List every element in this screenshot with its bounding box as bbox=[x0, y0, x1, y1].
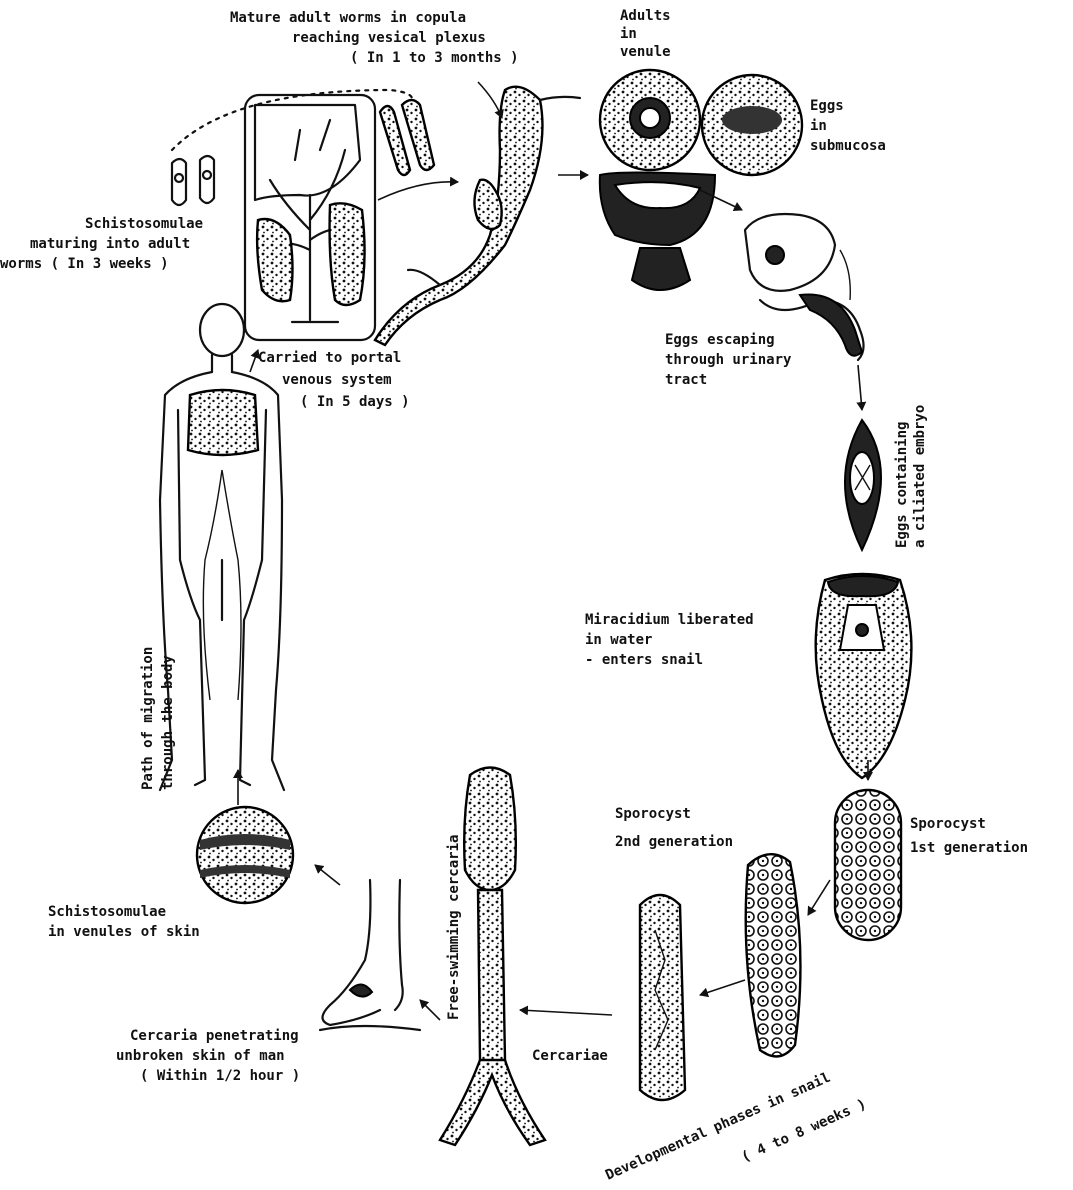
svg-text:1st generation: 1st generation bbox=[910, 840, 1028, 856]
sporocyst-1st-illustration bbox=[835, 790, 901, 940]
foot-illustration bbox=[320, 880, 420, 1030]
svg-text:in: in bbox=[620, 26, 637, 42]
egg-embryo-illustration bbox=[845, 420, 881, 550]
svg-text:a ciliated embryo: a ciliated embryo bbox=[912, 405, 928, 548]
miracidium-illustration bbox=[816, 574, 912, 778]
svg-text:Eggs: Eggs bbox=[810, 98, 844, 114]
label-eggs-submucosa: Eggs in submucosa bbox=[810, 98, 886, 154]
svg-text:( In 1 to 3 months ): ( In 1 to 3 months ) bbox=[350, 50, 519, 66]
svg-text:tract: tract bbox=[665, 372, 707, 388]
svg-text:Sporocyst: Sporocyst bbox=[910, 816, 986, 832]
schistosomulae-illustration bbox=[172, 156, 214, 205]
svg-text:Eggs containing: Eggs containing bbox=[894, 422, 910, 548]
sporocyst-2nd-illustration bbox=[746, 854, 801, 1056]
label-eggs-escaping: Eggs escaping through urinary tract bbox=[665, 332, 792, 388]
svg-text:reaching vesical plexus: reaching vesical plexus bbox=[292, 30, 486, 46]
label-carried-portal: Carried to portal venous system ( In 5 d… bbox=[258, 350, 410, 410]
portal-venous-system-illustration bbox=[245, 95, 375, 340]
label-schistosomulae-maturing: Schistosomulae maturing into adult worms… bbox=[0, 216, 203, 272]
svg-text:maturing into adult: maturing into adult bbox=[30, 236, 190, 252]
svg-text:2nd generation: 2nd generation bbox=[615, 834, 733, 850]
svg-text:venule: venule bbox=[620, 44, 671, 60]
svg-text:venous system: venous system bbox=[282, 372, 392, 388]
svg-text:in: in bbox=[810, 118, 827, 134]
svg-text:Miracidium liberated: Miracidium liberated bbox=[585, 612, 754, 628]
svg-text:in water: in water bbox=[585, 632, 652, 648]
label-mature-adults: Mature adult worms in copula reaching ve… bbox=[230, 10, 519, 66]
label-path-migration: Path of migration through the body bbox=[140, 647, 176, 790]
svg-text:worms ( In 3 weeks ): worms ( In 3 weeks ) bbox=[0, 256, 169, 272]
svg-text:in venules of skin: in venules of skin bbox=[48, 924, 200, 940]
cercariae-illustration bbox=[640, 895, 685, 1100]
bladder-illustration bbox=[600, 173, 715, 291]
svg-text:- enters snail: - enters snail bbox=[585, 652, 703, 668]
label-sporocyst-1st: Sporocyst 1st generation bbox=[910, 816, 1028, 856]
label-free-swimming: Free-swimming cercaria bbox=[446, 835, 462, 1020]
svg-text:Sporocyst: Sporocyst bbox=[615, 806, 691, 822]
svg-text:Cercariae: Cercariae bbox=[532, 1048, 608, 1064]
svg-text:Carried to portal: Carried to portal bbox=[258, 350, 401, 366]
label-sporocyst-2nd: Sporocyst 2nd generation bbox=[615, 806, 733, 850]
venule-submucosa-illustration bbox=[600, 70, 802, 175]
label-cercariae: Cercariae bbox=[532, 1048, 608, 1064]
svg-text:Free-swimming cercaria: Free-swimming cercaria bbox=[446, 835, 462, 1020]
svg-text:submucosa: submucosa bbox=[810, 138, 886, 154]
svg-text:Path of migration: Path of migration bbox=[140, 647, 156, 790]
svg-text:( In 5 days ): ( In 5 days ) bbox=[300, 394, 410, 410]
svg-text:Cercaria penetrating: Cercaria penetrating bbox=[130, 1028, 299, 1044]
label-miracidium: Miracidium liberated in water - enters s… bbox=[585, 612, 754, 668]
adult-worm-pair-illustration bbox=[380, 100, 434, 175]
svg-text:through urinary: through urinary bbox=[665, 352, 792, 368]
label-adults-venule: Adults in venule bbox=[620, 8, 671, 60]
svg-text:Mature adult worms in copula: Mature adult worms in copula bbox=[230, 10, 466, 26]
svg-text:Adults: Adults bbox=[620, 8, 671, 24]
svg-text:through the body: through the body bbox=[160, 655, 176, 790]
label-cercaria-penetrating: Cercaria penetrating unbroken skin of ma… bbox=[116, 1028, 300, 1084]
svg-text:( Within 1/2 hour ): ( Within 1/2 hour ) bbox=[140, 1068, 300, 1084]
svg-text:Schistosomulae: Schistosomulae bbox=[48, 904, 166, 920]
svg-text:unbroken skin of man: unbroken skin of man bbox=[116, 1048, 285, 1064]
label-eggs-embryo: Eggs containing a ciliated embryo bbox=[894, 405, 928, 548]
adult-worms-illustration bbox=[375, 87, 580, 345]
svg-text:Eggs escaping: Eggs escaping bbox=[665, 332, 775, 348]
human-body-illustration bbox=[160, 304, 284, 790]
svg-text:Schistosomulae: Schistosomulae bbox=[85, 216, 203, 232]
skin-venules-illustration bbox=[197, 807, 293, 903]
label-schistosomulae-skin: Schistosomulae in venules of skin bbox=[48, 904, 200, 940]
